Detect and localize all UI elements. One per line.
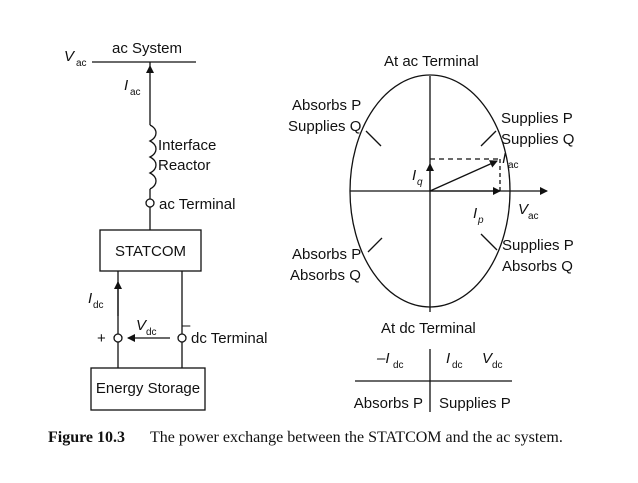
neg-idc-sub: dc — [393, 360, 404, 371]
q3-line2: Absorbs Q — [290, 267, 361, 284]
plus-sign: + — [97, 330, 106, 347]
dc-terminal-label: dc Terminal — [191, 330, 267, 347]
interface-label: Interface — [158, 137, 216, 154]
dc-terminal-heading: At dc Terminal — [381, 320, 476, 337]
supplies-p-label: Supplies P — [439, 395, 511, 412]
iac-phasor-sub: ac — [508, 160, 519, 171]
q3-pointer — [367, 237, 383, 253]
vdc-label: V — [136, 317, 148, 334]
ip-sub: p — [477, 215, 484, 226]
ac-terminal-label: ac Terminal — [159, 196, 235, 213]
dc-terminal-pos — [113, 333, 123, 343]
phasor-diagram: At ac Terminal Absorbs P Supplies Q Supp… — [288, 53, 574, 337]
vac-axis-label: V — [518, 201, 530, 218]
statcom-box — [99, 229, 202, 272]
caption-text: The power exchange between the STATCOM a… — [150, 429, 563, 446]
vac-sub: ac — [76, 58, 87, 69]
q3-line1: Absorbs P — [292, 246, 361, 263]
neg-idc-label: –I — [376, 350, 390, 367]
caption-number: Figure 10.3 — [48, 429, 125, 446]
ac-terminal-heading: At ac Terminal — [384, 53, 479, 70]
reactor-label: Reactor — [158, 157, 211, 174]
idc-label: I — [88, 290, 92, 307]
statcom-label: STATCOM — [115, 243, 186, 260]
vac-axis-sub: ac — [528, 211, 539, 222]
q1-line2: Supplies Q — [501, 131, 574, 148]
dc-terminal-neg — [177, 333, 187, 343]
q2-line2: Supplies Q — [288, 118, 361, 135]
iac-label: I — [124, 77, 128, 94]
energy-storage-box — [90, 367, 206, 411]
ac-system-label: ac System — [112, 40, 182, 57]
absorbs-p-label: Absorbs P — [354, 395, 423, 412]
vdc-axis-sub: dc — [492, 360, 503, 371]
operating-circle — [349, 74, 511, 308]
vdc-axis-label: V — [482, 350, 494, 367]
iac-sub: ac — [130, 87, 141, 98]
q4-line2: Absorbs Q — [502, 258, 573, 275]
iq-label: I — [412, 167, 416, 184]
iac-phasor-arrow — [429, 160, 498, 192]
minus-sign: – — [182, 317, 191, 334]
q4-line1: Supplies P — [502, 237, 574, 254]
vac-label: V — [64, 48, 76, 65]
idc-pos-label: I — [446, 350, 450, 367]
iq-sub: q — [417, 177, 423, 188]
idc-sub: dc — [93, 300, 104, 311]
vdc-sub: dc — [146, 327, 157, 338]
idc-pos-sub: dc — [452, 360, 463, 371]
q1-line1: Supplies P — [501, 110, 573, 127]
reactor-coil — [148, 124, 157, 190]
q2-line1: Absorbs P — [292, 97, 361, 114]
ip-label: I — [473, 205, 477, 222]
iac-phasor-label: I — [502, 150, 506, 167]
q1-pointer — [480, 130, 497, 147]
circuit: V ac ac System I ac Interface Reactor ac… — [64, 40, 267, 411]
q4-pointer — [480, 233, 498, 251]
q2-pointer — [365, 130, 382, 147]
dc-axis: –I dc I dc V dc Absorbs P Supplies P — [354, 349, 512, 412]
figure-caption: Figure 10.3 The power exchange between t… — [48, 429, 563, 446]
energy-storage-label: Energy Storage — [96, 380, 200, 397]
ac-terminal-node — [145, 198, 155, 208]
